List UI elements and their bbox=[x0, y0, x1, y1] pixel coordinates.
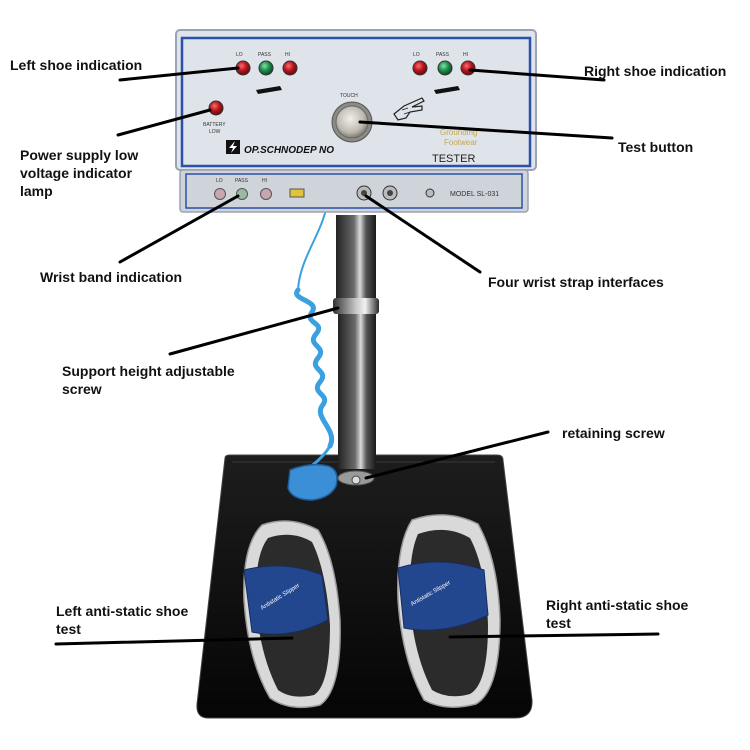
left-slipper-strap bbox=[243, 565, 329, 635]
left-slipper: Antistatic Slipper bbox=[243, 520, 341, 709]
left-shoe-lamps bbox=[235, 60, 298, 94]
label-wrist-band-indication: Wrist band indication bbox=[40, 269, 183, 285]
wrist-strap-jack-3[interactable] bbox=[425, 188, 435, 198]
lamp-label-hi-right: HI bbox=[463, 52, 468, 58]
product-line-1: Grounding bbox=[440, 128, 477, 137]
product-line-2: Footwear bbox=[444, 138, 478, 147]
wrist-lamp-label-pass: PASS bbox=[235, 178, 249, 184]
model-label: MODEL SL-031 bbox=[450, 191, 499, 198]
leader-right-shoe-test bbox=[448, 632, 660, 639]
brand-name: OP.SCHNODEP NO bbox=[244, 145, 334, 156]
label-power-supply-lamp: Power supply low voltage indicator lamp bbox=[20, 147, 139, 199]
battery-label-line1: BATTERY bbox=[203, 122, 226, 128]
leader-left-shoe bbox=[118, 66, 240, 82]
wrist-lamp-label-lo: LO bbox=[216, 178, 223, 184]
battery-label-line2: LOW bbox=[209, 129, 221, 135]
lamp-label-pass-left: PASS bbox=[258, 52, 272, 58]
leader-wrist-interfaces bbox=[364, 194, 482, 274]
wrist-indicator-tab bbox=[289, 188, 305, 198]
right-slipper: Antistatic Slipper bbox=[397, 514, 501, 708]
retaining-screw bbox=[351, 475, 361, 485]
leader-left-shoe-test bbox=[54, 636, 294, 646]
leader-test-button bbox=[358, 120, 614, 140]
label-retaining-screw: retaining screw bbox=[562, 425, 665, 441]
leader-lines bbox=[54, 66, 660, 646]
lightning-logo-icon bbox=[226, 140, 240, 154]
lamp-label-lo-right: LO bbox=[413, 52, 420, 58]
label-four-wrist-strap-interfaces: Four wrist strap interfaces bbox=[488, 274, 664, 290]
battery-low-lamp bbox=[208, 100, 224, 116]
wrist-band bbox=[287, 463, 338, 501]
label-support-height-screw: Support height adjustable screw bbox=[62, 363, 235, 397]
label-right-shoe-test: Right anti-static shoe test bbox=[546, 597, 689, 631]
leader-support-screw bbox=[168, 306, 340, 356]
leader-battery bbox=[116, 108, 212, 137]
label-left-shoe-test: Left anti-static shoe test bbox=[56, 603, 189, 637]
label-left-shoe-indication: Left shoe indication bbox=[10, 57, 143, 73]
touch-label: TOUCH bbox=[340, 93, 358, 99]
wrist-lamp-hi bbox=[260, 188, 272, 200]
label-right-shoe-indication: Right shoe indication bbox=[584, 63, 727, 79]
wrist-lamp-pass bbox=[236, 188, 248, 200]
tester-label: TESTER bbox=[432, 153, 475, 165]
lamp-label-pass-right: PASS bbox=[436, 52, 450, 58]
wrist-lamp-label-hi: HI bbox=[262, 178, 267, 184]
tester-device: LO PASS HI LO PASS HI BATTERY LOW TOUCH … bbox=[175, 29, 537, 213]
leader-right-shoe bbox=[468, 68, 606, 82]
support-pole bbox=[333, 215, 379, 486]
pointing-hand-icon bbox=[393, 97, 425, 121]
wrist-strap-cord bbox=[287, 181, 338, 501]
lamp-label-lo-left: LO bbox=[236, 52, 243, 58]
leader-retaining-screw bbox=[364, 430, 550, 480]
label-test-button: Test button bbox=[618, 139, 694, 155]
leader-wrist-band bbox=[118, 194, 240, 264]
right-slipper-strap bbox=[397, 561, 489, 631]
wrist-lamp-lo bbox=[214, 188, 226, 200]
lamp-label-hi-left: HI bbox=[285, 52, 290, 58]
